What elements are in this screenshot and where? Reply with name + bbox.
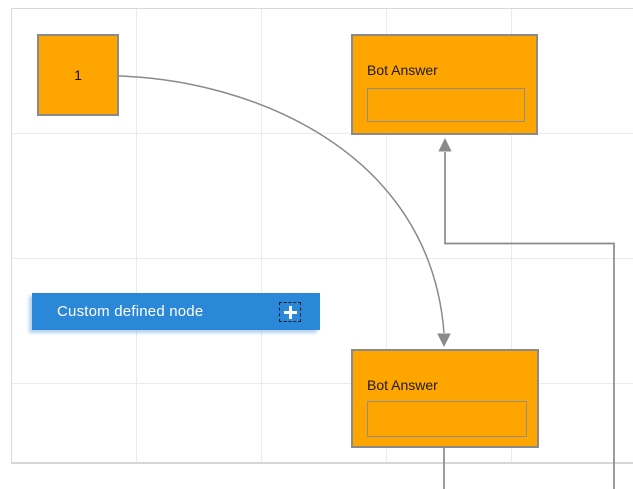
add-port-button[interactable] (279, 302, 301, 322)
square-node-label: 1 (74, 67, 82, 83)
square-node[interactable]: 1 (37, 34, 119, 116)
bot-answer-top-title: Bot Answer (367, 62, 438, 78)
bot-answer-bottom-textbox[interactable] (367, 401, 527, 437)
bot-answer-bottom-node[interactable]: Bot Answer (351, 349, 539, 448)
bot-answer-top-textbox[interactable] (367, 88, 525, 122)
custom-defined-node-label: Custom defined node (57, 303, 204, 320)
bot-answer-bottom-title: Bot Answer (367, 377, 438, 393)
bot-answer-top-node[interactable]: Bot Answer (351, 34, 538, 135)
custom-defined-node[interactable]: Custom defined node (32, 293, 320, 330)
plus-icon (283, 305, 297, 319)
